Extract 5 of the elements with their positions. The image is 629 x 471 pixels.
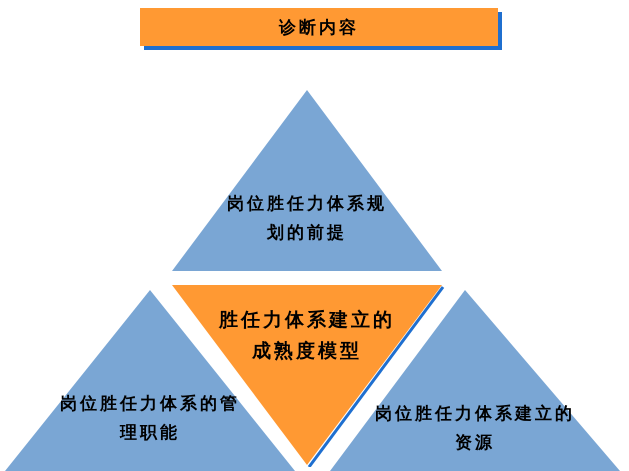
triangle-label: 岗位胜任力体系的管理职能 [59,393,241,445]
triangle-label: 岗位胜任力体系规划的前提 [227,193,387,245]
triangle-label: 胜任力体系建立的成熟度模型 [218,308,396,364]
title-banner: 诊断内容 [140,8,498,46]
triangle-label: 岗位胜任力体系建立的资源 [375,403,575,455]
